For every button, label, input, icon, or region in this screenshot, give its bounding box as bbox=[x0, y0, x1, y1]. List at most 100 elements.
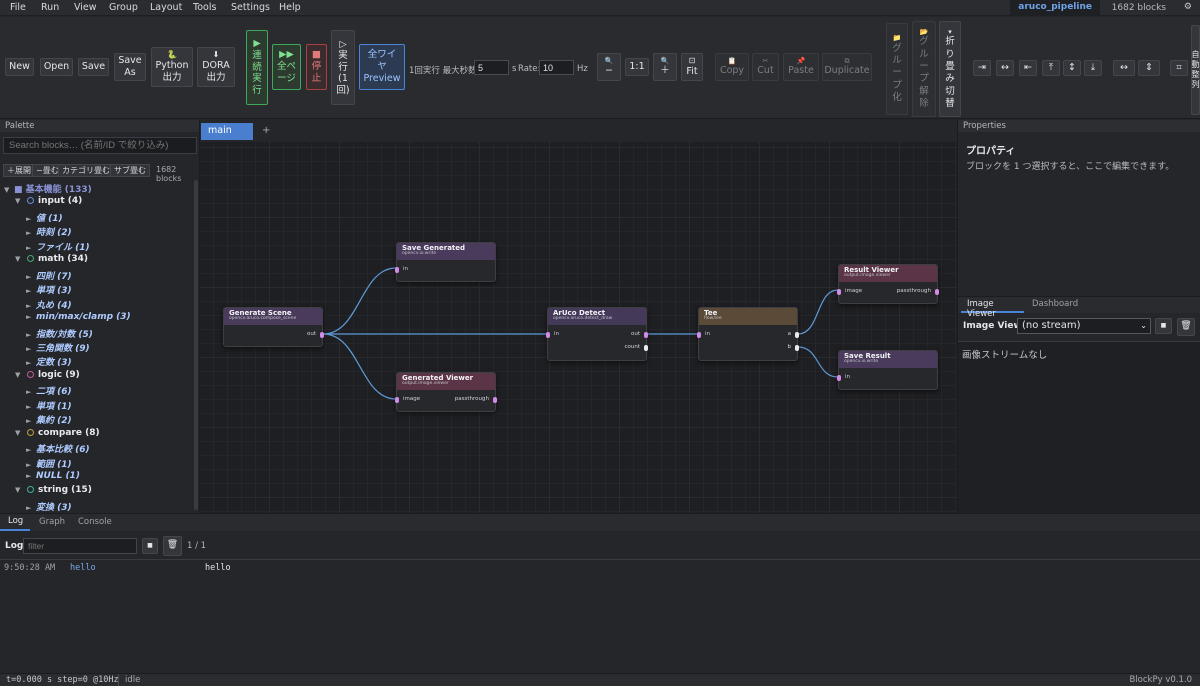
expand-all-button[interactable]: ＋展開 bbox=[3, 164, 35, 177]
align-top-icon[interactable]: ⤒ bbox=[1042, 60, 1060, 76]
tree-category[interactable]: ▼string (15) bbox=[15, 485, 92, 499]
chevron-right-icon[interactable]: ► bbox=[26, 313, 32, 322]
wire-gen-save1[interactable] bbox=[322, 267, 397, 335]
ungroup-button[interactable]: 📂 グ ル ー プ 解 除 bbox=[912, 21, 936, 117]
zoom-out-button[interactable]: 🔍 − bbox=[597, 53, 621, 81]
chevron-right-icon[interactable]: ► bbox=[26, 388, 32, 397]
auto-arrange-button[interactable]: 自 動 整 列 bbox=[1191, 25, 1200, 115]
search-input[interactable] bbox=[3, 137, 197, 154]
python-export-button[interactable]: 🐍 Python 出力 bbox=[151, 47, 193, 87]
input-port[interactable] bbox=[395, 397, 399, 403]
input-port[interactable] bbox=[837, 289, 841, 295]
trash-icon[interactable]: 🗑 bbox=[163, 536, 182, 556]
tree-leaf[interactable]: ►四則 (7) bbox=[26, 269, 72, 283]
input-port[interactable] bbox=[697, 332, 701, 338]
chevron-right-icon[interactable]: ► bbox=[26, 472, 32, 480]
chevron-down-icon[interactable]: ▼ bbox=[15, 197, 21, 206]
menu-help[interactable]: Help bbox=[279, 2, 301, 13]
wire-preview-button[interactable]: 全ワイ ヤ Preview bbox=[359, 44, 405, 90]
chevron-right-icon[interactable]: ► bbox=[26, 402, 32, 411]
output-port[interactable] bbox=[795, 345, 799, 351]
max-sec-input[interactable] bbox=[474, 60, 509, 75]
input-port[interactable] bbox=[395, 267, 399, 273]
stop-stream-icon[interactable]: ■ bbox=[1155, 318, 1172, 334]
tree-leaf[interactable]: ►集約 (2) bbox=[26, 413, 72, 427]
tab-main[interactable]: main bbox=[201, 123, 253, 140]
chevron-right-icon[interactable]: ► bbox=[26, 272, 32, 281]
wire-tee-rview[interactable] bbox=[797, 289, 839, 335]
new-button[interactable]: New bbox=[5, 58, 34, 76]
chevron-right-icon[interactable]: ► bbox=[26, 301, 32, 310]
chevron-right-icon[interactable]: ► bbox=[26, 229, 32, 238]
node-generate-scene[interactable]: Generate Scene opencv.aruco.compose_scen… bbox=[223, 307, 324, 347]
menu-layout[interactable]: Layout bbox=[150, 2, 183, 13]
log-row[interactable]: 9:50:28 AM hello hello bbox=[0, 562, 1200, 576]
tree-category[interactable]: ▼logic (9) bbox=[15, 370, 80, 384]
log-filter-input[interactable] bbox=[23, 538, 137, 554]
tree-root[interactable]: ▼■ 基本機能 (133) bbox=[4, 182, 92, 196]
add-tab-button[interactable]: + bbox=[262, 125, 271, 136]
align-right-icon[interactable]: ⇤ bbox=[1019, 60, 1037, 76]
menu-run[interactable]: Run bbox=[41, 2, 60, 13]
chevron-right-icon[interactable]: ► bbox=[26, 446, 32, 455]
stop-log-icon[interactable]: ■ bbox=[142, 538, 158, 554]
output-port[interactable] bbox=[935, 289, 939, 295]
tree-category[interactable]: ▼input (4) bbox=[15, 196, 82, 210]
tree-leaf[interactable]: ►ファイル (1) bbox=[26, 240, 90, 254]
dora-export-button[interactable]: ⬇ DORA 出力 bbox=[197, 47, 235, 87]
rate-input[interactable] bbox=[539, 60, 574, 75]
tree-leaf[interactable]: ►NULL (1) bbox=[26, 471, 80, 485]
stop-button[interactable]: ■ 停 止 bbox=[306, 44, 327, 90]
tree-leaf[interactable]: ►定数 (3) bbox=[26, 355, 72, 369]
tab-log[interactable]: Log bbox=[0, 514, 30, 531]
tree-leaf[interactable]: ►指数/対数 (5) bbox=[26, 327, 93, 341]
distribute-h-icon[interactable]: ↔ bbox=[1113, 60, 1135, 76]
chevron-down-icon[interactable]: ▼ bbox=[15, 370, 21, 379]
fit-button[interactable]: ⊡ Fit bbox=[681, 53, 703, 81]
wire-tee-save2[interactable] bbox=[797, 346, 839, 378]
chevron-right-icon[interactable]: ► bbox=[26, 503, 32, 512]
run-all-pages-button[interactable]: ▶▶ 全ペ ージ bbox=[272, 44, 301, 90]
palette-scrollbar[interactable] bbox=[194, 180, 198, 510]
cut-button[interactable]: ✂ Cut bbox=[752, 53, 779, 81]
wire-gen-gview[interactable] bbox=[322, 333, 397, 400]
run-once-button[interactable]: ▷ 実 行 (1 回) bbox=[331, 30, 355, 105]
node-save-generated[interactable]: Save Generated opencv.io.write in bbox=[395, 242, 496, 282]
chevron-down-icon[interactable]: ▼ bbox=[15, 486, 21, 495]
collapse-sub-button[interactable]: サブ畳む bbox=[110, 164, 150, 177]
chevron-down-icon[interactable]: ▼ bbox=[15, 255, 21, 264]
node-aruco-detect[interactable]: ArUco Detect opencv.aruco.detect_draw in… bbox=[546, 307, 648, 361]
tree-category[interactable]: ▼math (34) bbox=[15, 254, 88, 268]
tree-leaf[interactable]: ►値 (1) bbox=[26, 211, 63, 225]
tree-leaf[interactable]: ►丸め (4) bbox=[26, 298, 72, 312]
output-port[interactable] bbox=[795, 332, 799, 338]
tree-leaf[interactable]: ►基本比較 (6) bbox=[26, 442, 90, 456]
collapse-all-button[interactable]: −畳む bbox=[32, 164, 63, 177]
input-port[interactable] bbox=[837, 375, 841, 381]
output-port[interactable] bbox=[644, 332, 648, 338]
output-port[interactable] bbox=[493, 397, 497, 403]
tree-leaf[interactable]: ►min/max/clamp (3) bbox=[26, 312, 131, 326]
save-as-button[interactable]: Save As bbox=[114, 53, 146, 81]
tab-console[interactable]: Console bbox=[78, 517, 112, 527]
tree-leaf[interactable]: ►変換 (3) bbox=[26, 500, 72, 513]
paste-button[interactable]: 📌 Paste bbox=[783, 53, 819, 81]
tree-category[interactable]: ▼compare (8) bbox=[15, 428, 100, 442]
tree-leaf[interactable]: ►三角関数 (9) bbox=[26, 341, 90, 355]
chevron-down-icon[interactable]: ▼ bbox=[15, 428, 21, 437]
distribute-v-icon[interactable]: ⇕ bbox=[1138, 60, 1160, 76]
align-bottom-icon[interactable]: ⤓ bbox=[1084, 60, 1102, 76]
output-port[interactable] bbox=[320, 332, 324, 338]
node-save-result[interactable]: Save Result opencv.io.write in bbox=[837, 350, 938, 390]
tree-leaf[interactable]: ►単項 (3) bbox=[26, 283, 72, 297]
chevron-right-icon[interactable]: ► bbox=[26, 287, 32, 296]
align-center-h-icon[interactable]: ↔ bbox=[996, 60, 1014, 76]
menu-file[interactable]: File bbox=[10, 2, 26, 13]
grid-snap-icon[interactable]: ⌗ bbox=[1170, 60, 1188, 76]
node-result-viewer[interactable]: Result Viewer output.image.viewer image … bbox=[837, 264, 939, 304]
chevron-right-icon[interactable]: ► bbox=[26, 330, 32, 339]
tree-leaf[interactable]: ►二項 (6) bbox=[26, 384, 72, 398]
tab-graph[interactable]: Graph bbox=[39, 517, 66, 527]
tree-leaf[interactable]: ►範囲 (1) bbox=[26, 457, 72, 471]
node-graph-canvas[interactable]: Generate Scene opencv.aruco.compose_scen… bbox=[200, 142, 957, 513]
